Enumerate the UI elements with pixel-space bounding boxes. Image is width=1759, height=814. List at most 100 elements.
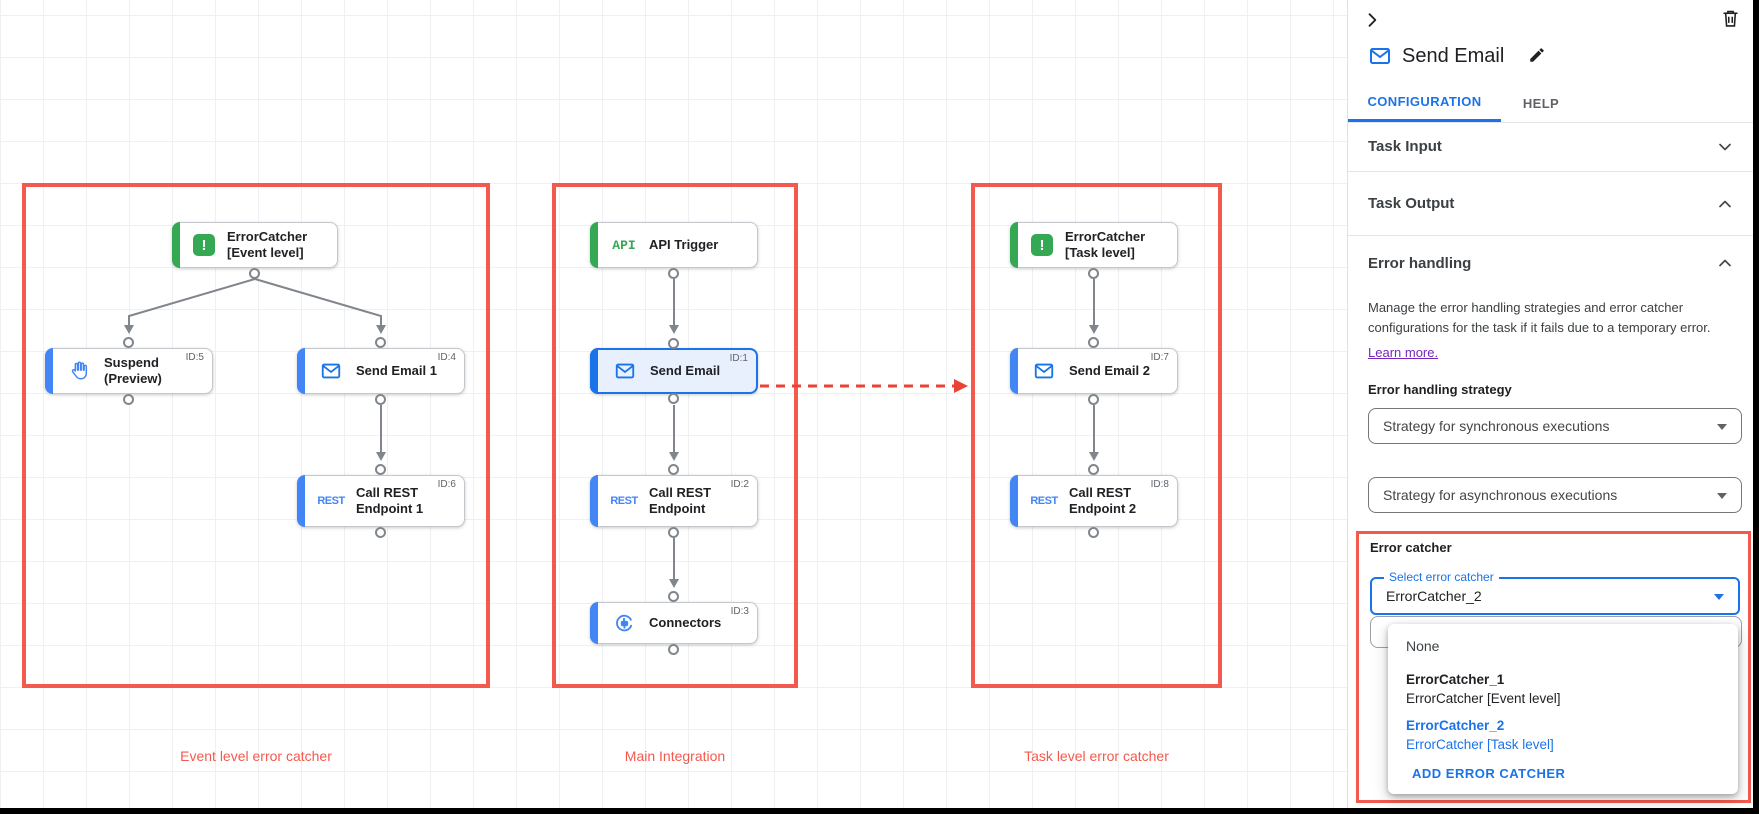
- section-label: Task Input: [1368, 138, 1442, 155]
- trash-icon: [1723, 10, 1738, 27]
- node-title: Send Email: [650, 362, 721, 378]
- arrowhead-icon: [954, 379, 968, 393]
- select-value: ErrorCatcher_2: [1386, 588, 1482, 604]
- group-box-event-level: [22, 183, 490, 688]
- port[interactable]: [668, 338, 679, 349]
- edit-title-button[interactable]: [1528, 46, 1546, 67]
- port[interactable]: [375, 464, 386, 475]
- section-task-input[interactable]: Task Input: [1348, 122, 1753, 172]
- section-task-output[interactable]: Task Output: [1348, 172, 1753, 236]
- port[interactable]: [1088, 394, 1099, 405]
- port[interactable]: [668, 644, 679, 655]
- sync-strategy-select[interactable]: Strategy for synchronous executions: [1368, 408, 1742, 444]
- api-icon: API: [612, 237, 636, 253]
- email-icon: [1031, 360, 1057, 382]
- node-id-label: ID:1: [729, 353, 748, 364]
- chevron-down-icon: [1719, 143, 1731, 150]
- port[interactable]: [1088, 337, 1099, 348]
- error-catcher-select[interactable]: Select error catcher ErrorCatcher_2: [1370, 570, 1740, 615]
- node-send-email-2[interactable]: ID:7 Send Email 2: [1010, 337, 1178, 405]
- port[interactable]: [375, 394, 386, 405]
- learn-more-link[interactable]: Learn more.: [1368, 345, 1439, 360]
- port[interactable]: [1088, 268, 1099, 279]
- port[interactable]: [668, 527, 679, 538]
- section-error-handling[interactable]: Error handling: [1348, 236, 1753, 290]
- port[interactable]: [1088, 527, 1099, 538]
- arrowhead-icon: [669, 325, 679, 334]
- email-icon: [318, 360, 344, 382]
- chevron-up-icon: [1719, 200, 1731, 207]
- port[interactable]: [123, 394, 134, 405]
- add-error-catcher-button[interactable]: ADD ERROR CATCHER: [1412, 766, 1566, 781]
- section-label: Error handling: [1368, 254, 1472, 272]
- node-call-rest-endpoint-1[interactable]: ID:6 REST Call REST Endpoint 1: [297, 464, 465, 538]
- node-api-trigger[interactable]: API API Trigger: [590, 222, 758, 279]
- error-catcher-icon: !: [193, 234, 215, 256]
- delete-task-button[interactable]: [1720, 8, 1741, 32]
- port[interactable]: [123, 337, 134, 348]
- tab-help[interactable]: HELP: [1522, 95, 1560, 111]
- tab-bar: CONFIGURATION HELP: [1348, 84, 1753, 123]
- select-placeholder: Strategy for synchronous executions: [1383, 418, 1610, 434]
- port[interactable]: [668, 464, 679, 475]
- node-id-label: ID:3: [730, 606, 749, 617]
- node-title: Call REST Endpoint 2: [1069, 484, 1137, 516]
- port[interactable]: [375, 337, 386, 348]
- accent-bar: [590, 602, 598, 644]
- accent-bar: [590, 222, 598, 268]
- port[interactable]: [249, 268, 260, 279]
- screen-edge: [0, 808, 1759, 814]
- caret-down-icon: [1717, 424, 1727, 430]
- error-catcher-icon: !: [1031, 234, 1053, 256]
- node-call-rest-endpoint-2[interactable]: ID:8 REST Call REST Endpoint 2: [1010, 464, 1178, 538]
- node-id-label: ID:7: [1150, 352, 1169, 363]
- accent-bar: [1010, 222, 1018, 268]
- node-title: ErrorCatcher [Task level]: [1065, 228, 1146, 260]
- accent-bar: [590, 475, 598, 527]
- accent-bar: [297, 348, 305, 394]
- port[interactable]: [668, 393, 679, 404]
- menu-item-none[interactable]: None: [1406, 638, 1440, 654]
- group-box-main-integration: [552, 183, 798, 688]
- node-id-label: ID:5: [185, 352, 204, 363]
- node-send-email-1[interactable]: ID:4 Send Email 1: [297, 337, 465, 405]
- node-send-email-selected[interactable]: ID:1 Send Email: [590, 338, 758, 404]
- select-placeholder: Strategy for asynchronous executions: [1383, 487, 1618, 503]
- node-connectors[interactable]: ID:3 Connectors: [590, 591, 758, 655]
- node-title: Call REST Endpoint 1: [356, 484, 424, 516]
- task-type-email-icon: [1368, 44, 1392, 73]
- arrowhead-icon: [376, 325, 386, 334]
- pencil-icon: [1530, 48, 1544, 62]
- node-title: Suspend (Preview): [104, 354, 162, 386]
- port[interactable]: [1088, 464, 1099, 475]
- node-id-label: ID:4: [437, 352, 456, 363]
- node-errorcatcher-task-level[interactable]: ! ErrorCatcher [Task level]: [1010, 222, 1178, 279]
- integration-canvas[interactable]: ! ErrorCatcher [Event level] ID:5 Suspen…: [0, 0, 1347, 808]
- node-errorcatcher-event-level[interactable]: ! ErrorCatcher [Event level]: [172, 222, 338, 279]
- menu-item-errorcatcher-1[interactable]: ErrorCatcher_1 ErrorCatcher [Event level…: [1406, 672, 1561, 706]
- accent-bar: [590, 348, 598, 394]
- node-title: Send Email 2: [1069, 362, 1150, 378]
- node-call-rest-endpoint[interactable]: ID:2 REST Call REST Endpoint: [590, 464, 758, 538]
- async-strategy-select[interactable]: Strategy for asynchronous executions: [1368, 477, 1742, 513]
- error-handling-description: Manage the error handling strategies and…: [1368, 300, 1711, 336]
- edge: [128, 278, 256, 325]
- port[interactable]: [668, 591, 679, 602]
- port[interactable]: [375, 527, 386, 538]
- tab-configuration[interactable]: CONFIGURATION: [1348, 84, 1501, 122]
- rest-icon: REST: [1030, 495, 1058, 507]
- chevron-up-icon: [1719, 259, 1731, 267]
- error-handling-strategy-label: Error handling strategy: [1368, 382, 1512, 397]
- menu-item-errorcatcher-2[interactable]: ErrorCatcher_2 ErrorCatcher [Task level]: [1406, 718, 1554, 752]
- node-suspend[interactable]: ID:5 Suspend (Preview): [45, 337, 213, 405]
- group-label-task-level: Task level error catcher: [1024, 748, 1169, 764]
- node-title: Call REST Endpoint: [649, 484, 712, 516]
- node-title: API Trigger: [649, 236, 719, 252]
- collapse-panel-button[interactable]: [1362, 10, 1382, 33]
- node-id-label: ID:6: [437, 479, 456, 490]
- arrowhead-icon: [669, 452, 679, 461]
- edges-layer: [124, 255, 1099, 588]
- caret-down-icon: [1714, 594, 1724, 600]
- port[interactable]: [668, 268, 679, 279]
